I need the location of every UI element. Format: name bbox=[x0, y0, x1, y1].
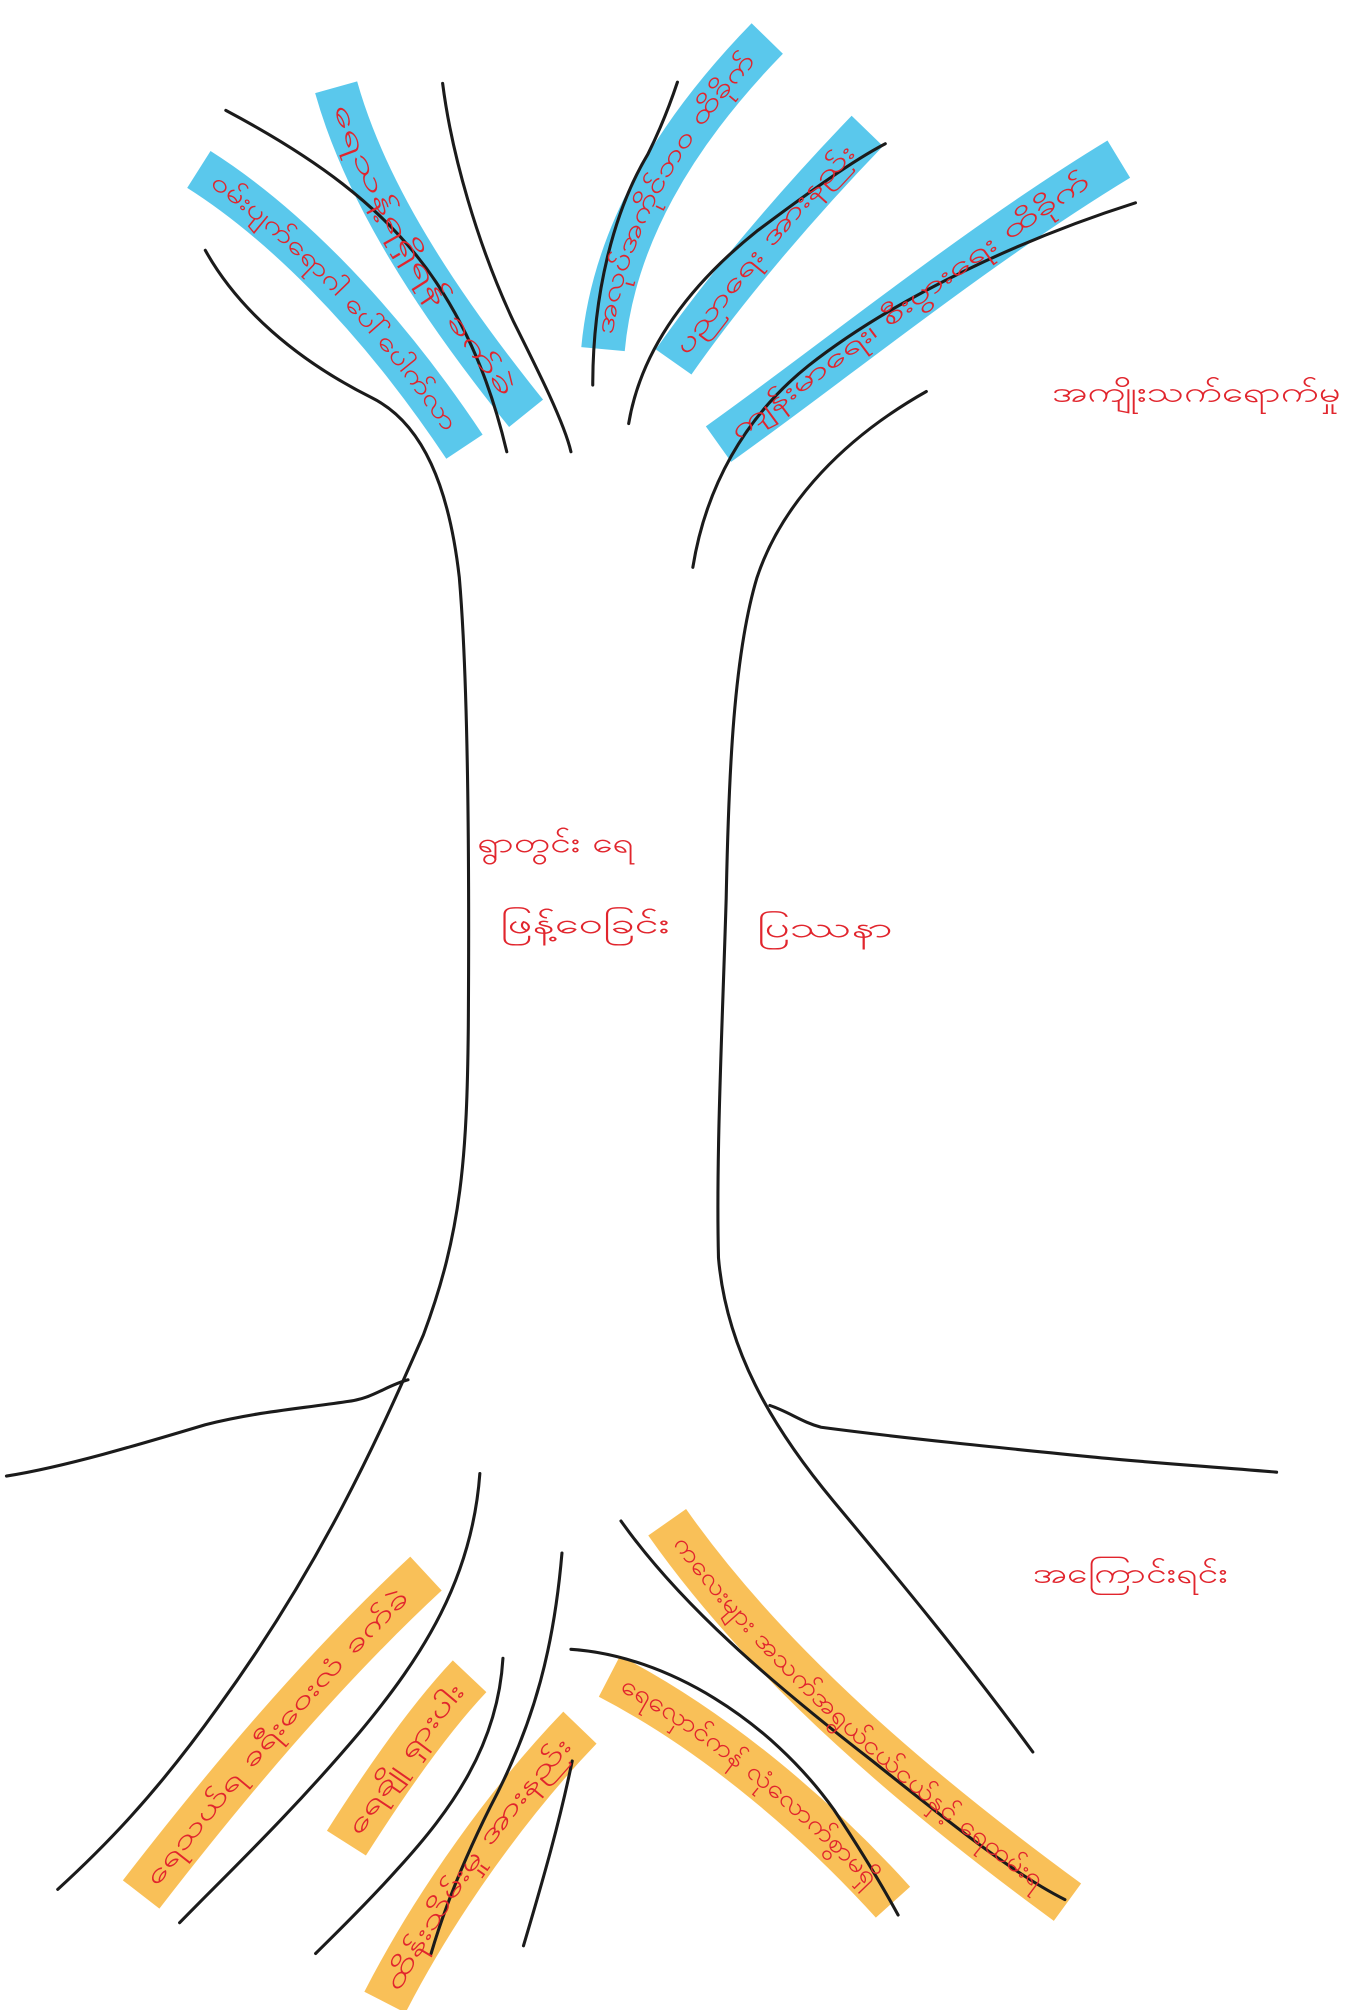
ground-line-right bbox=[770, 1405, 1277, 1472]
cause-label-2: ရေချို ရှားပါး bbox=[340, 1677, 470, 1844]
cause-text-1: ရေသယ်ရ ခရီးဝေးလံ ခက်ခဲ bbox=[138, 1582, 415, 1894]
effects-heading: အကျိုးသက်ရောက်မှု bbox=[1052, 375, 1341, 415]
trunk-left-edge bbox=[58, 250, 469, 1889]
trunk-right-edge bbox=[718, 391, 1033, 1752]
core-problem: ရွာတွင်း ရေ ဖြန့်ဝေခြင်း ပြဿနာ bbox=[477, 825, 893, 950]
causes-heading: အကြောင်းရင်း bbox=[1033, 1555, 1228, 1596]
effect-label-4: ပညာရေး အားနည်း bbox=[668, 137, 864, 360]
cause-highlights bbox=[141, 1522, 1067, 2002]
effect-text-4: ပညာရေး အားနည်း bbox=[668, 137, 864, 360]
cause-text-2: ရေချို ရှားပါး bbox=[340, 1677, 470, 1844]
cause-label-1: ရေသယ်ရ ခရီးဝေးလံ ခက်ခဲ bbox=[138, 1582, 415, 1894]
core-problem-line-3: ပြဿနာ bbox=[757, 909, 893, 950]
core-problem-line-2: ဖြန့်ဝေခြင်း bbox=[500, 905, 669, 946]
core-problem-line-1: ရွာတွင်း ရေ bbox=[477, 825, 636, 865]
ground-line-left bbox=[6, 1380, 408, 1476]
